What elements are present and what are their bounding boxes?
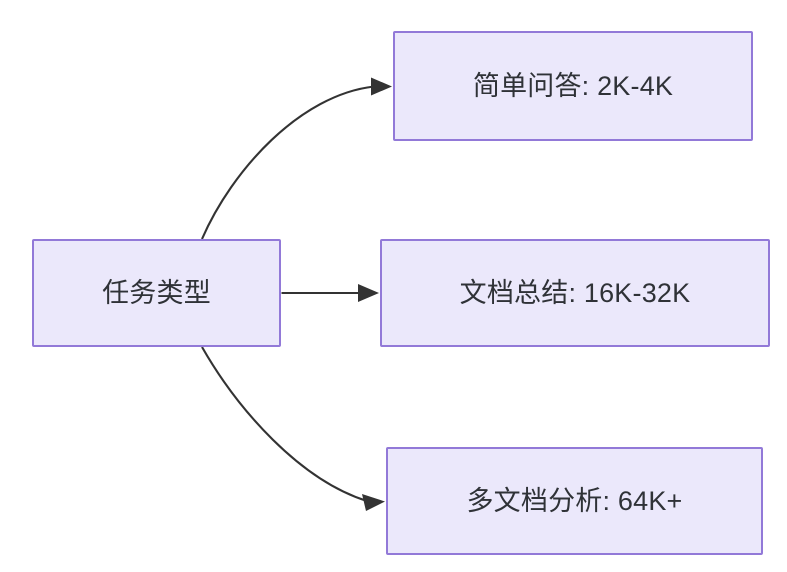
- arrowhead-icon-doc-summary: [358, 284, 379, 302]
- edge-to-simple-qa: [201, 77, 392, 240]
- edge-to-doc-summary: [281, 284, 379, 302]
- node-task-type-label: 任务类型: [102, 277, 211, 308]
- edge-path-simple-qa: [201, 85, 375, 240]
- node-doc-summary-label: 文档总结: 16K-32K: [459, 277, 691, 308]
- edge-path-multi-doc: [201, 346, 368, 503]
- edge-to-multi-doc: [201, 346, 385, 511]
- node-simple-qa-label: 简单问答: 2K-4K: [472, 70, 674, 101]
- node-task-type[interactable]: 任务类型: [32, 239, 281, 347]
- node-simple-qa[interactable]: 简单问答: 2K-4K: [393, 31, 753, 141]
- arrowhead-icon-multi-doc: [362, 494, 385, 511]
- arrowhead-icon-simple-qa: [371, 77, 392, 96]
- node-multi-doc-label: 多文档分析: 64K+: [466, 485, 683, 516]
- node-multi-doc[interactable]: 多文档分析: 64K+: [386, 447, 763, 555]
- node-doc-summary[interactable]: 文档总结: 16K-32K: [380, 239, 770, 347]
